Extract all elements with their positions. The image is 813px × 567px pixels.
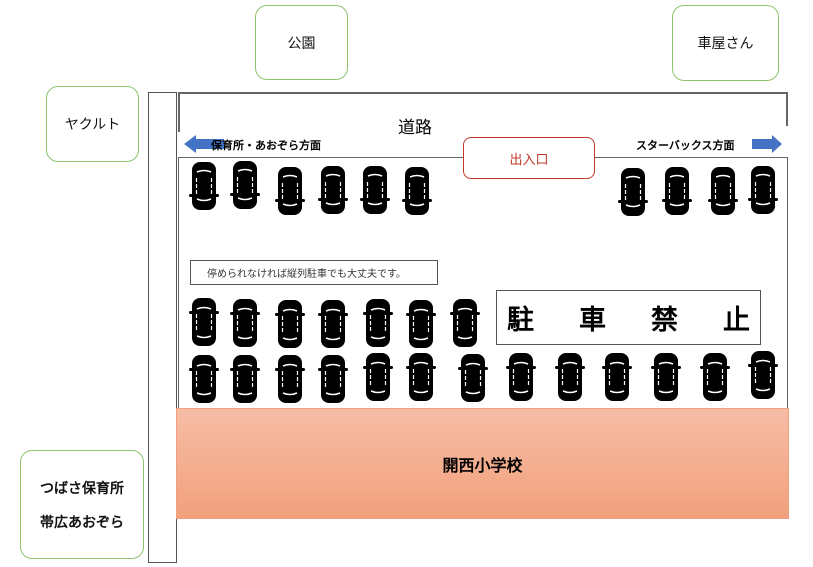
- car-icon: [230, 160, 260, 210]
- park-label: 公園: [287, 35, 316, 52]
- car-icon: [275, 299, 305, 349]
- car-icon: [318, 299, 348, 349]
- car-icon: [402, 166, 432, 216]
- car-icon: [406, 352, 436, 402]
- landmark-nursery: つばさ保育所 帯広あおぞら: [20, 450, 144, 559]
- entrance-box: 出入口: [463, 137, 595, 179]
- road-right-edge: [786, 92, 788, 126]
- nursery-label-1: つばさ保育所: [40, 480, 124, 497]
- car-icon: [275, 354, 305, 404]
- car-icon: [318, 354, 348, 404]
- car-icon: [318, 165, 348, 215]
- car-icon: [360, 165, 390, 215]
- car-icon: [450, 298, 480, 348]
- car-icon: [618, 167, 648, 217]
- yakult-label: ヤクルト: [64, 117, 121, 133]
- no-parking-sign: 駐 車 禁 止: [496, 290, 761, 345]
- entrance-label: 出入口: [509, 152, 549, 168]
- car-icon: [458, 353, 488, 403]
- car-icon: [230, 298, 260, 348]
- road-label: 道路: [398, 118, 432, 138]
- car-icon: [230, 354, 260, 404]
- no-parking-char: 車: [579, 305, 606, 336]
- car-icon: [275, 166, 305, 216]
- side-road: [148, 92, 177, 563]
- landmark-park: 公園: [255, 5, 348, 80]
- landmark-yakult: ヤクルト: [46, 86, 139, 162]
- no-parking-char: 止: [723, 305, 750, 336]
- arrow-left-icon: [184, 135, 224, 153]
- school-label: 開西小学校: [442, 455, 523, 475]
- car-icon: [662, 166, 692, 216]
- right-direction-label: スターバックス方面: [636, 139, 735, 152]
- car-icon: [555, 352, 585, 402]
- nursery-label-2: 帯広あおぞら: [40, 514, 124, 531]
- car-icon: [748, 350, 778, 400]
- parking-note-text: 停められなければ縦列駐車でも大丈夫です。: [207, 269, 406, 280]
- arrow-right-icon: [752, 135, 782, 153]
- car-icon: [189, 297, 219, 347]
- school-building: 開西小学校: [176, 408, 789, 519]
- road-top-edge: [178, 92, 788, 94]
- car-icon: [363, 352, 393, 402]
- car-icon: [748, 165, 778, 215]
- landmark-car-shop: 車屋さん: [672, 5, 779, 81]
- car-icon: [363, 298, 393, 348]
- car-shop-label: 車屋さん: [697, 36, 754, 52]
- car-icon: [602, 352, 632, 402]
- no-parking-char: 禁: [651, 305, 678, 336]
- no-parking-char: 駐: [507, 305, 534, 336]
- parking-note: 停められなければ縦列駐車でも大丈夫です。: [190, 260, 438, 285]
- car-icon: [700, 352, 730, 402]
- car-icon: [708, 166, 738, 216]
- car-icon: [406, 299, 436, 349]
- car-icon: [189, 161, 219, 211]
- car-icon: [189, 354, 219, 404]
- road-left-edge: [178, 92, 180, 132]
- car-icon: [506, 352, 536, 402]
- left-direction-label: 保育所・あおぞら方面: [211, 139, 321, 152]
- car-icon: [651, 352, 681, 402]
